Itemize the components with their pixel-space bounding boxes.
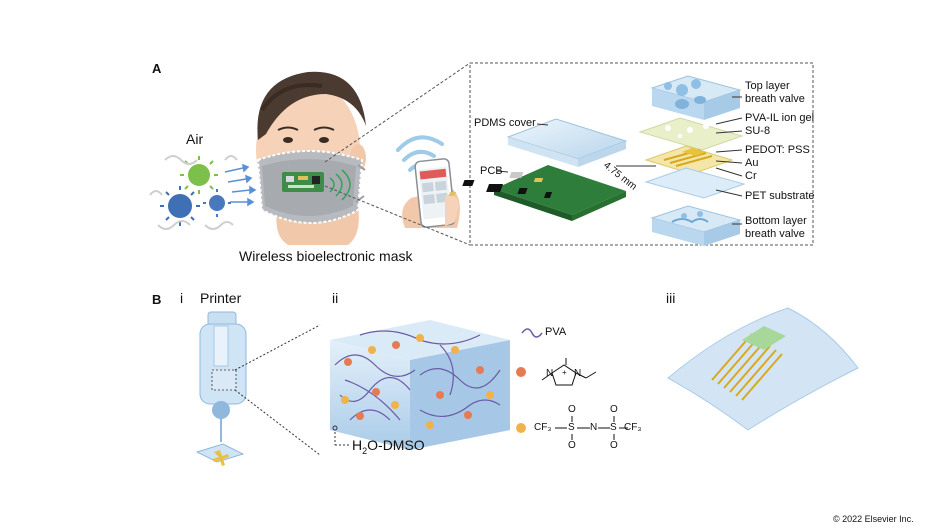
solvent-suffix: O-DMSO: [367, 437, 425, 453]
airflow-arrows: [224, 163, 257, 207]
smartphone-icon: [402, 158, 460, 228]
layer-label: PET substrate: [745, 190, 815, 202]
solvent-label: H2O-DMSO: [352, 437, 425, 456]
chem-label: N: [574, 368, 582, 379]
top-breath-valve: [650, 75, 742, 120]
virus-small-icon: [203, 189, 231, 217]
chem-label: S: [610, 422, 617, 433]
electrode-layer: [644, 145, 734, 175]
chem-label: O: [610, 440, 618, 451]
layer-label: breath valve: [745, 93, 805, 105]
chem-label: S: [568, 422, 575, 433]
virus-cluster: [149, 155, 257, 230]
anion-markers: [341, 334, 494, 429]
pcb-board: [448, 165, 626, 221]
chem-label: CF₃: [534, 422, 552, 433]
virus-green-icon: [180, 156, 218, 194]
bottom-breath-valve: [650, 205, 742, 246]
chem-label: CF₃: [624, 422, 642, 433]
hydrogel-block: [330, 320, 510, 450]
exploded-view-box: [469, 62, 814, 246]
chem-label: O: [568, 440, 576, 451]
layer-label: Bottom layer: [745, 215, 807, 227]
pcb-label: PCB: [480, 165, 503, 177]
panel-b-label: B: [152, 292, 162, 307]
solvent-subscript: 2: [362, 445, 368, 456]
air-swirls: [149, 155, 238, 230]
solvent-prefix: H: [352, 437, 363, 453]
ion-gel-layer: [638, 117, 744, 151]
subpanel-i-label: i: [180, 290, 184, 306]
layer-label: Au: [745, 157, 759, 169]
chem-label: N: [590, 422, 598, 433]
mask-caption: Wireless bioelectronic mask: [239, 248, 413, 264]
chem-label: +: [562, 368, 567, 377]
air-label: Air: [186, 131, 204, 147]
cation-legend-icon: [516, 367, 526, 377]
layer-label: SU-8: [745, 125, 771, 137]
pva-legend-icon: [521, 328, 543, 338]
chem-label: N: [546, 368, 554, 379]
panel-a-label: A: [152, 61, 162, 76]
pva-legend-label: PVA: [545, 326, 567, 338]
imidazolium-structure: [541, 358, 597, 386]
flexible-sensor: [667, 307, 859, 431]
chem-label: O: [568, 404, 576, 415]
virus-blue-icon: [160, 186, 200, 226]
mask-icon: [256, 150, 366, 224]
layer-label: Top layer: [745, 80, 790, 92]
copyright: © 2022 Elsevier Inc.: [833, 514, 914, 524]
pdms-cover-label: PDMS cover: [474, 117, 536, 129]
layer-label: breath valve: [745, 228, 805, 240]
anion-legend-icon: [516, 423, 526, 433]
layer-label: PEDOT: PSS: [745, 144, 810, 156]
chem-label: O: [610, 404, 618, 415]
printer-label: Printer: [200, 290, 242, 306]
subpanel-ii-label: ii: [332, 290, 339, 306]
pdms-cover: [506, 118, 628, 167]
tfsi-structure: [555, 416, 628, 440]
layer-label: Cr: [745, 170, 757, 182]
layer-label: PVA-IL ion gel: [745, 112, 815, 124]
cation-markers: [344, 341, 484, 420]
printer-icon: [195, 311, 247, 466]
subpanel-iii-label: iii: [666, 290, 676, 306]
